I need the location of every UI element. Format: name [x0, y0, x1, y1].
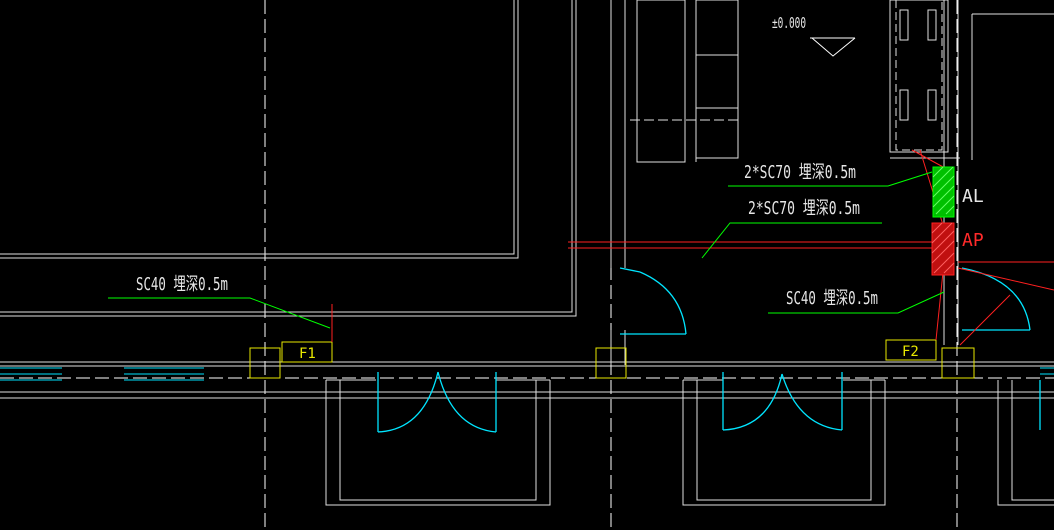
door-swings [377, 267, 1041, 433]
annotation-conduit-f2: SC40 埋深0.5m [786, 288, 878, 309]
leader-lines [108, 171, 945, 329]
annotation-conduit-f1: SC40 埋深0.5m [136, 274, 228, 295]
elevation-marker: ±0.000 [772, 14, 856, 57]
windows [0, 367, 1054, 381]
tag-f1[interactable]: F1 [281, 341, 333, 363]
tag-f2[interactable]: F2 [885, 339, 937, 361]
tag-f2-label: F2 [902, 344, 919, 360]
panel-ap[interactable]: AP [931, 222, 984, 276]
panel-al-label: AL [962, 186, 984, 207]
tag-f1-label: F1 [299, 346, 316, 362]
wall-outlines [0, 0, 1054, 506]
stair-block [630, 0, 740, 163]
panel-al[interactable]: AL [932, 166, 984, 218]
panel-ap-label: AP [962, 230, 984, 251]
conduit-lines [331, 149, 1054, 346]
annotation-conduit-al: 2*SC70 埋深0.5m [744, 162, 856, 183]
columns [249, 347, 975, 379]
equipment-right [889, 0, 960, 159]
elevation-label: ±0.000 [772, 14, 806, 32]
annotation-conduit-ap: 2*SC70 埋深0.5m [748, 198, 860, 219]
